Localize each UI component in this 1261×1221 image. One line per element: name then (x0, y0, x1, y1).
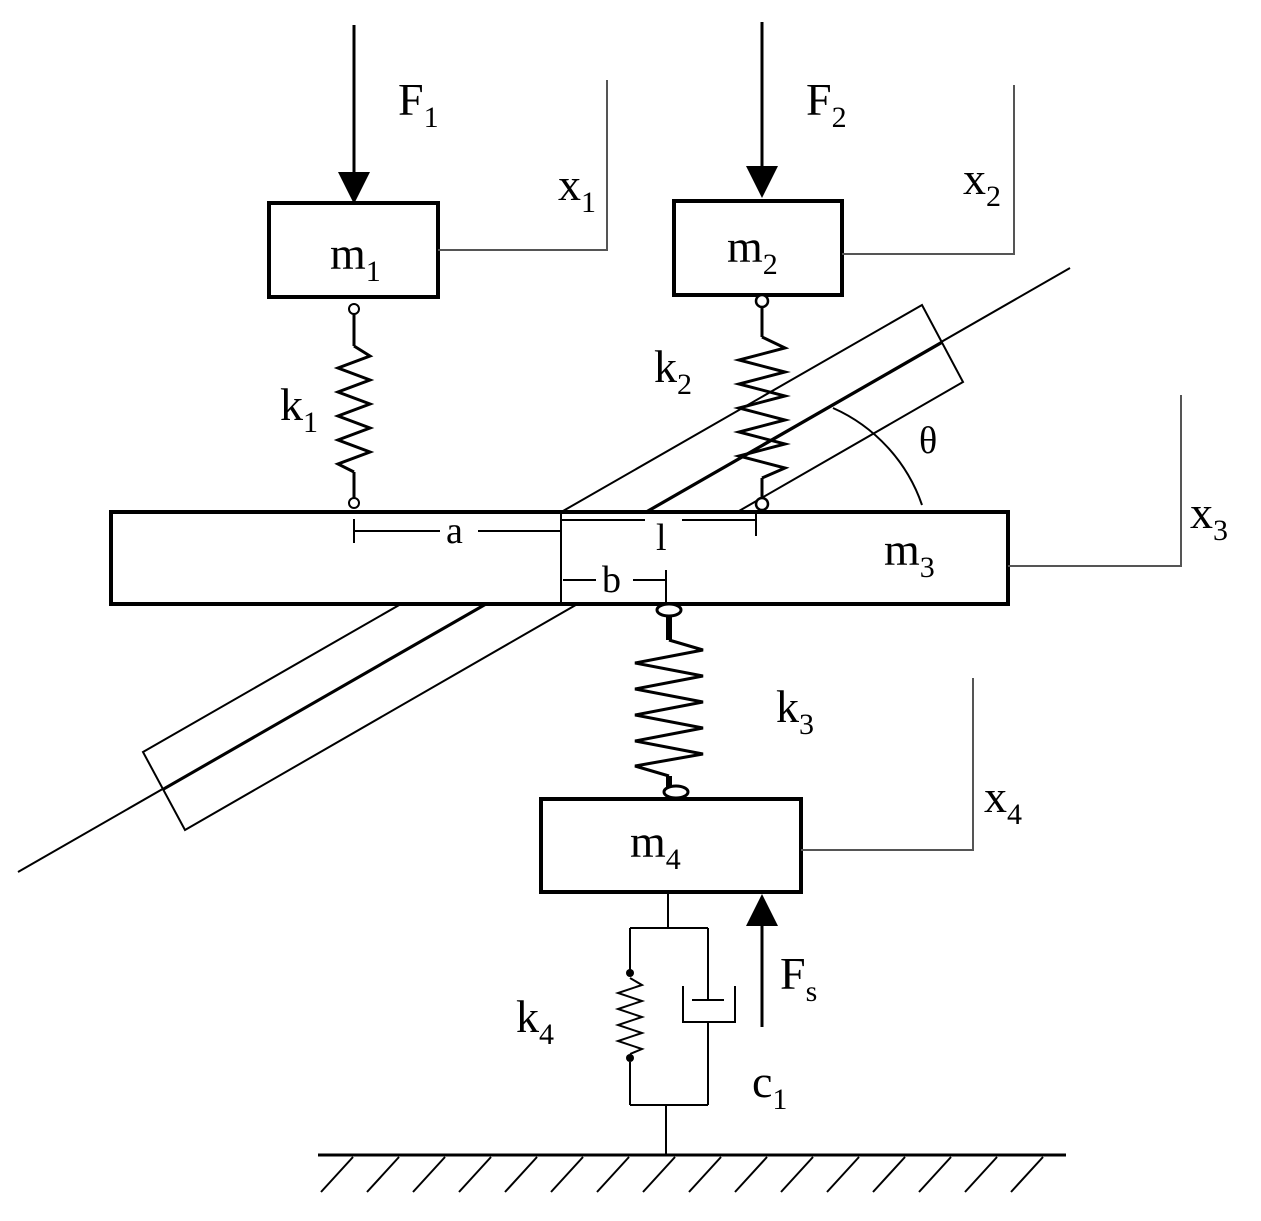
label-k3: k3 (776, 681, 814, 741)
ground-hatching (320, 1156, 1044, 1193)
mass-m4-box (539, 797, 803, 894)
dimension-l (561, 510, 757, 536)
label-f1: F1 (398, 74, 439, 134)
label-b: b (602, 559, 621, 601)
label-m1: m1 (330, 228, 381, 288)
label-m3: m3 (884, 524, 935, 584)
spring-k1 (333, 303, 375, 509)
label-x3: x3 (1190, 487, 1228, 547)
displacement-ref-x3 (1008, 395, 1182, 567)
spring-k3 (634, 602, 704, 800)
displacement-ref-x4 (801, 678, 974, 851)
mass-m3-beam (109, 510, 1010, 606)
suspension-k4-c1 (614, 892, 736, 1155)
ground (318, 1153, 1066, 1193)
label-k1: k1 (280, 379, 318, 439)
displacement-ref-x2 (842, 85, 1015, 255)
dimension-b (563, 570, 667, 604)
label-f2: F2 (806, 74, 847, 134)
displacement-ref-x1 (438, 80, 608, 251)
label-a: a (446, 510, 463, 552)
dimension-a (353, 519, 561, 543)
label-x1: x1 (558, 159, 596, 219)
label-x4: x4 (984, 771, 1022, 831)
theta-angle-arc (832, 407, 923, 506)
label-m2: m2 (727, 221, 778, 281)
label-k2: k2 (654, 341, 692, 401)
label-x2: x2 (963, 153, 1001, 213)
label-k4: k4 (516, 991, 554, 1051)
spring-k2 (733, 293, 791, 512)
label-l: l (656, 517, 667, 559)
force-arrow-f2 (746, 22, 778, 198)
tilted-beam-outline (141, 303, 965, 832)
force-arrow-fs (746, 894, 778, 1027)
label-theta: θ (919, 420, 937, 462)
label-fs: Fs (780, 948, 817, 1008)
force-arrow-f1 (338, 25, 370, 204)
label-c1: c1 (752, 1056, 787, 1116)
label-m4: m4 (630, 816, 681, 876)
